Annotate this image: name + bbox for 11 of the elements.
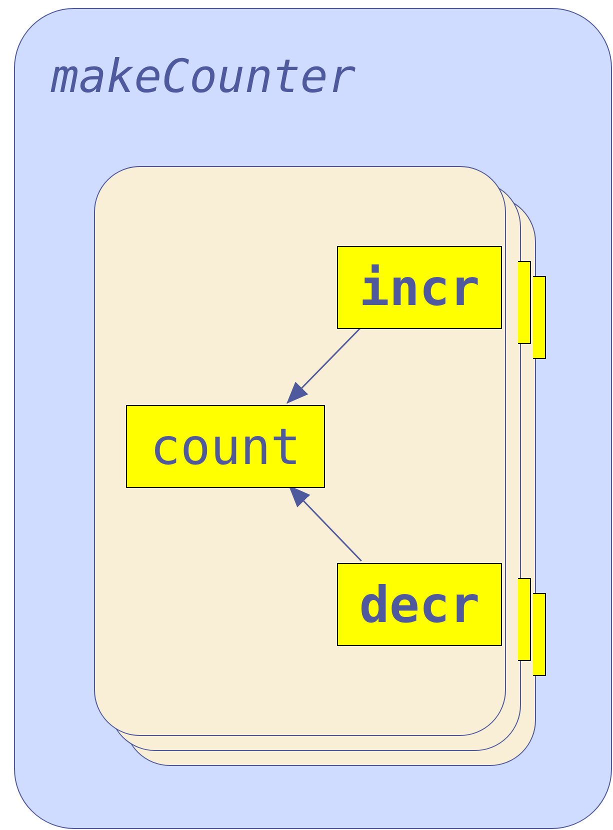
arrow (288, 485, 362, 562)
variable-name: decr (359, 576, 480, 634)
variable-name: count (150, 418, 301, 476)
variable-box (337, 563, 502, 646)
variable-box (337, 246, 502, 329)
function-scope-box (14, 8, 612, 829)
arrow (286, 326, 362, 404)
variable-box (126, 405, 325, 488)
closure-scope-card (94, 166, 506, 736)
function-name: makeCounter (51, 49, 356, 103)
variable-name: incr (359, 258, 480, 316)
